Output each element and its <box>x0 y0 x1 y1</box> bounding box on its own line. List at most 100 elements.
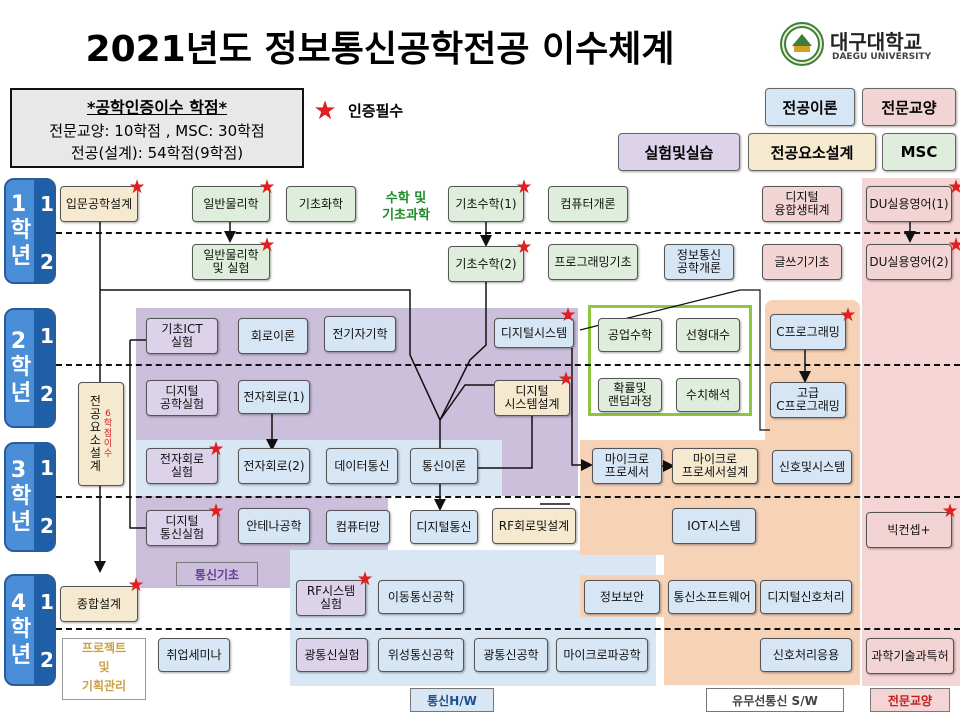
course-micro-design[interactable]: 마이크로 프로세서설계 <box>672 448 758 484</box>
credits-line2: 전공(설계): 54학점(9학점) <box>70 144 244 162</box>
course-iot[interactable]: IOT시스템 <box>672 508 756 544</box>
course-rf-circuit[interactable]: RF회로및설계 <box>492 508 576 544</box>
course-ict-intro[interactable]: 정보통신 공학개론 <box>664 244 734 280</box>
course-du-english2[interactable]: DU실용영어(2) <box>866 244 952 280</box>
year-2-sem2: 2 <box>40 382 54 406</box>
design-credit-label: 6 학 점 이 수 <box>103 409 113 459</box>
university-logo <box>780 22 824 66</box>
required-star-icon: ★ <box>947 176 960 198</box>
course-circuit-theory[interactable]: 회로이론 <box>238 318 308 354</box>
course-linear-algebra[interactable]: 선형대수 <box>676 318 740 352</box>
year-3-label: 3 학 년 <box>6 444 36 550</box>
course-du-english1[interactable]: DU실용영어(1) <box>866 186 952 222</box>
required-star-icon: ★ <box>559 304 577 326</box>
course-signal-app[interactable]: 신호처리응용 <box>760 638 852 672</box>
legend-lab: 실험및실습 <box>618 133 740 171</box>
year-4-marker: 4 학 년 <box>4 574 56 686</box>
course-comm-software[interactable]: 통신소프트웨어 <box>668 580 756 614</box>
year-1-marker: 1 학 년 <box>4 178 56 284</box>
page-title: 2021년도 정보통신공학전공 이수체계 <box>85 29 675 70</box>
legend-design: 전공요소설계 <box>748 133 876 171</box>
legend-msc: MSC <box>882 133 956 171</box>
course-ict-lab[interactable]: 기초ICT 실험 <box>146 318 218 354</box>
comm-hw-tag: 통신H/W <box>410 688 494 712</box>
legend-liberal: 전문교양 <box>862 88 956 126</box>
year-1-sem2: 2 <box>40 250 54 274</box>
course-electronic2[interactable]: 전자회로(2) <box>238 448 310 484</box>
comm-basic-tag: 통신기초 <box>176 562 258 586</box>
course-digital-comm[interactable]: 디지털통신 <box>410 510 478 544</box>
course-data-comm[interactable]: 데이터통신 <box>326 448 398 484</box>
course-math2[interactable]: 기초수학(2) <box>448 246 524 282</box>
course-probability[interactable]: 확률및 랜덤과정 <box>598 378 662 412</box>
semester-divider <box>56 496 960 498</box>
math-science-label: 수학 및 기초과학 <box>382 191 430 223</box>
course-dsp[interactable]: 디지털신호처리 <box>760 580 852 614</box>
course-computer-network[interactable]: 컴퓨터망 <box>326 510 390 544</box>
course-c-programming[interactable]: C프로그래밍 <box>770 314 846 350</box>
course-digital-design[interactable]: 디지털 시스템설계 <box>494 380 570 416</box>
year-4-label: 4 학 년 <box>6 576 36 684</box>
course-digital-eng-lab[interactable]: 디지털 공학실험 <box>146 380 218 416</box>
year-2-sem1: 1 <box>40 324 54 348</box>
logo-name: 대구대학교 <box>830 30 922 54</box>
year-3-sem1: 1 <box>40 456 54 480</box>
course-programming-basic[interactable]: 프로그래밍기초 <box>548 244 638 280</box>
course-eng-math[interactable]: 공업수학 <box>598 318 662 352</box>
credits-heading: *공학인증이수 학점* <box>86 98 228 117</box>
semester-divider <box>56 232 960 234</box>
course-mobile-comm[interactable]: 이동통신공학 <box>378 580 464 614</box>
course-numerical[interactable]: 수치해석 <box>676 378 740 412</box>
year-1-sem1: 1 <box>40 192 54 216</box>
course-security[interactable]: 정보보안 <box>584 580 660 614</box>
course-computer-intro[interactable]: 컴퓨터개론 <box>548 186 628 222</box>
course-job-seminar[interactable]: 취업세미나 <box>158 638 230 672</box>
required-star-icon: ★ <box>839 304 857 326</box>
course-comm-theory[interactable]: 통신이론 <box>410 448 478 484</box>
course-writing[interactable]: 글쓰기기초 <box>762 244 842 280</box>
course-digital-ecosystem[interactable]: 디지털 융합생태계 <box>762 186 842 222</box>
course-digital-system[interactable]: 디지털시스템 <box>494 318 574 348</box>
required-star-icon: ★ <box>207 438 225 460</box>
course-satellite[interactable]: 위성통신공학 <box>378 638 464 672</box>
course-antenna[interactable]: 안테나공학 <box>238 508 310 544</box>
required-star-icon: ★ <box>128 176 146 198</box>
course-math1[interactable]: 기초수학(1) <box>448 186 524 222</box>
liberal-tag: 전문교양 <box>870 688 950 712</box>
course-capstone[interactable]: 종합설계 <box>60 586 138 622</box>
required-star-icon: ★ <box>947 234 960 256</box>
semester-divider <box>56 364 960 366</box>
course-intro-design[interactable]: 입문공학설계 <box>60 186 138 222</box>
credits-box: *공학인증이수 학점* 전문교양: 10학점 , MSC: 30학점 전공(설계… <box>10 88 304 168</box>
required-star-icon: ★ <box>258 176 276 198</box>
course-optical-lab[interactable]: 광통신실험 <box>296 638 368 672</box>
course-physics[interactable]: 일반물리학 <box>192 186 270 222</box>
required-star-icon: ★ <box>127 574 145 596</box>
course-signals[interactable]: 신호및시스템 <box>772 450 852 484</box>
year-3-marker: 3 학 년 <box>4 442 56 552</box>
course-rf-lab[interactable]: RF시스템 실험 <box>296 580 366 616</box>
design-credit-box: 전 공 요 소 설 계 6 학 점 이 수 <box>78 382 124 486</box>
course-optical[interactable]: 광통신공학 <box>474 638 548 672</box>
year-4-sem1: 1 <box>40 590 54 614</box>
emblem-icon <box>784 26 820 62</box>
year-2-marker: 2 학 년 <box>4 308 56 428</box>
course-digital-comm-lab[interactable]: 디지털 통신실험 <box>146 510 218 546</box>
required-star-icon: ★ <box>207 500 225 522</box>
course-electronic1[interactable]: 전자회로(1) <box>238 380 310 414</box>
course-chemistry[interactable]: 기초화학 <box>286 186 356 222</box>
required-star-icon: ★ <box>515 236 533 258</box>
course-electronic-lab[interactable]: 전자회로 실험 <box>146 448 218 484</box>
sw-tag: 유무선통신 S/W <box>706 688 844 712</box>
course-electromagnetics[interactable]: 전기자기학 <box>324 316 396 352</box>
design-vertical-label: 전 공 요 소 설 계 <box>89 394 101 473</box>
credits-line1: 전문교양: 10학점 , MSC: 30학점 <box>49 122 265 140</box>
course-physics-lab[interactable]: 일반물리학 및 실험 <box>192 244 270 280</box>
course-microprocessor[interactable]: 마이크로 프로세서 <box>592 448 662 484</box>
course-adv-c[interactable]: 고급 C프로그래밍 <box>770 382 846 418</box>
course-big-concept[interactable]: 빅컨셉+ <box>866 512 952 548</box>
course-tech-patent[interactable]: 과학기술과특허 <box>866 638 954 674</box>
required-star-icon: ★ <box>258 234 276 256</box>
course-microwave[interactable]: 마이크로파공학 <box>556 638 648 672</box>
